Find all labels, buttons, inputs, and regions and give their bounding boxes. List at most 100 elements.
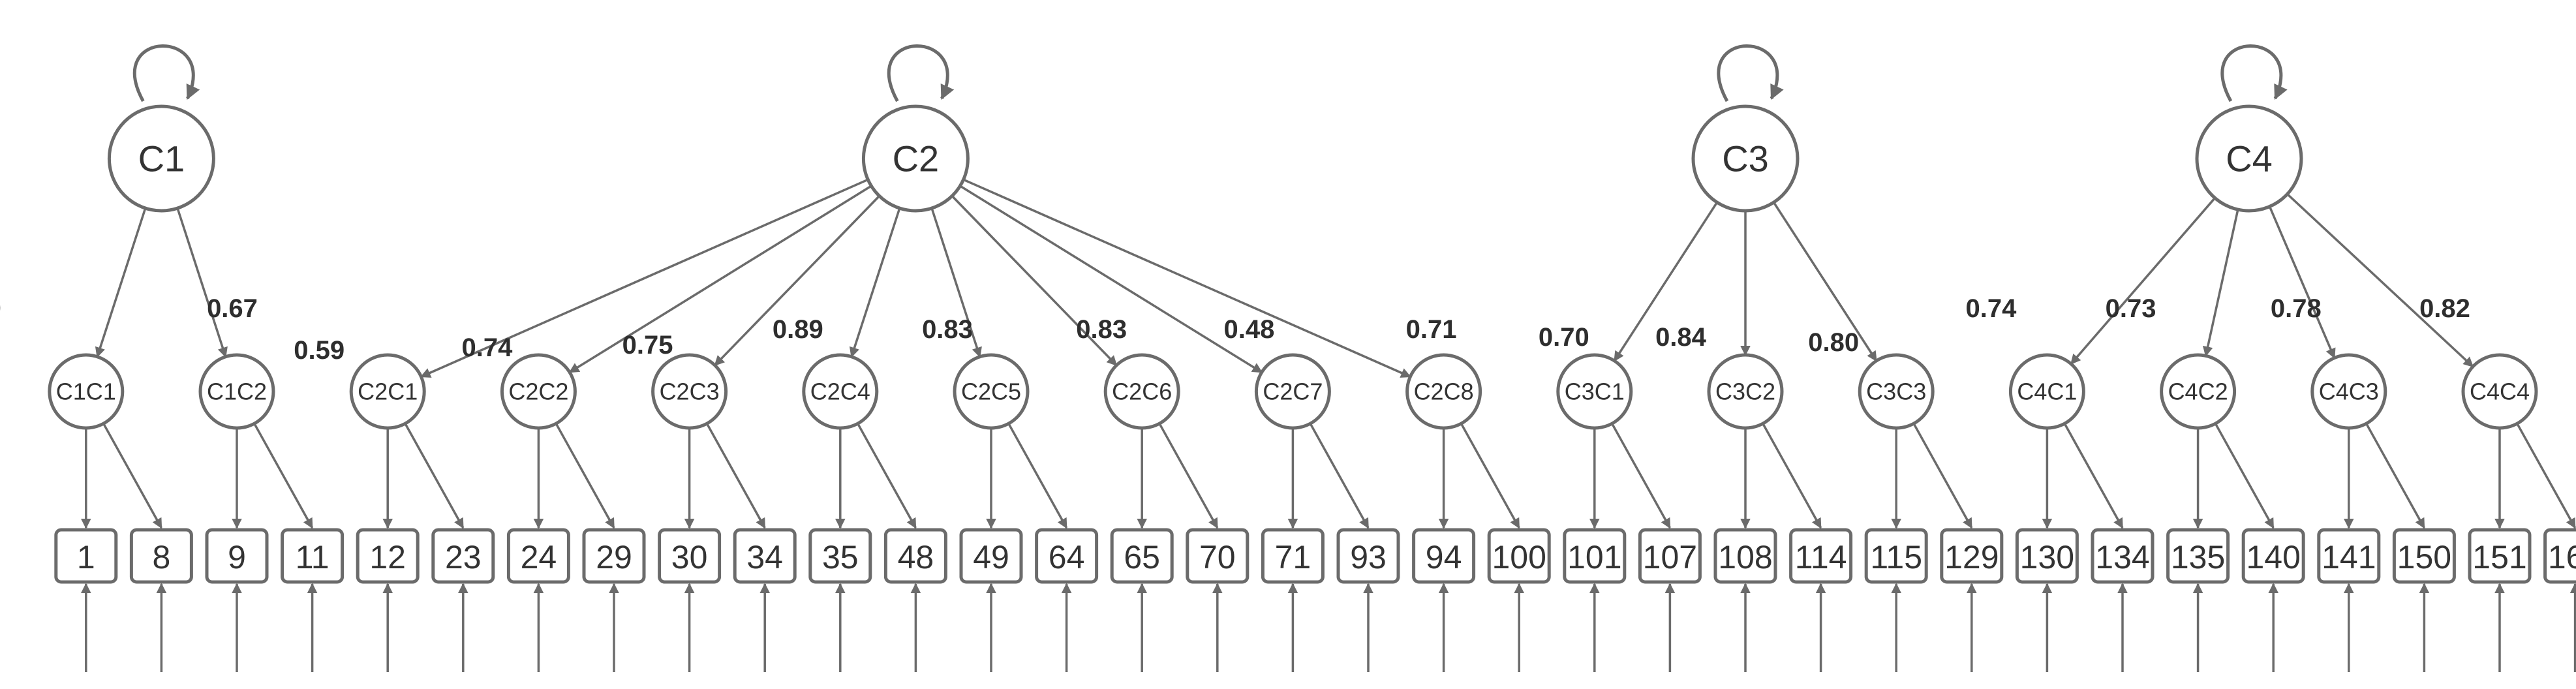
subfactor-node <box>2008 353 2085 430</box>
subfactor-label: C4C3 <box>2319 378 2379 405</box>
subfactor-to-item-edge <box>2063 423 2124 529</box>
item-node <box>1186 528 1250 584</box>
factor-node <box>1691 104 1800 213</box>
item-label: 93 <box>1350 539 1387 575</box>
factor-self-loop <box>1717 44 1784 102</box>
item-label: 49 <box>973 539 1009 575</box>
item-node <box>733 528 797 584</box>
subfactor-label: C2C8 <box>1414 378 1474 405</box>
subfactor-label: C3C1 <box>1565 378 1625 405</box>
item-node <box>582 528 646 584</box>
item-label: 129 <box>1944 539 1999 575</box>
item-node <box>205 528 269 584</box>
factor-to-subfactor-edge <box>420 178 868 378</box>
factor-node <box>861 104 970 213</box>
item-node <box>1487 528 1551 584</box>
subfactor-to-item-edge <box>2365 423 2425 529</box>
loading-labels-layer: 0.890.670.590.740.750.890.830.830.480.71… <box>0 294 2470 365</box>
factor-label: C1 <box>138 138 185 179</box>
subfactor-label: C4C1 <box>2017 378 2077 405</box>
factor-self-loop <box>887 44 955 102</box>
item-node <box>2392 528 2456 584</box>
subfactor-to-item-edge <box>1309 423 1370 529</box>
item-label: 23 <box>445 539 482 575</box>
item-node <box>506 528 570 584</box>
factor-to-subfactor-edge <box>176 207 228 358</box>
item-node <box>281 528 345 584</box>
item-node <box>883 528 947 584</box>
subfactor-label: C3C2 <box>1715 378 1775 405</box>
factor-to-subfactor-edge <box>2286 193 2474 368</box>
subfactor-node <box>349 353 426 430</box>
subfactor-node <box>48 353 125 430</box>
subfactor-node <box>2310 353 2387 430</box>
subfactor-to-item-edge <box>2214 423 2275 529</box>
subfactor-node <box>1556 353 1633 430</box>
item-node <box>2543 528 2576 584</box>
subfactor-to-item-edge <box>1007 423 1068 529</box>
item-label: 34 <box>746 539 783 575</box>
subfactor-label: C2C2 <box>508 378 568 405</box>
subfactor-to-item-edge <box>555 423 615 529</box>
loading-label: 0.83 <box>1076 315 1127 344</box>
item-label: 101 <box>1567 539 1621 575</box>
subfactor-node <box>2461 353 2538 430</box>
factor-to-subfactor-edge <box>714 195 880 367</box>
edges-layer <box>80 44 2576 672</box>
loading-label: 0.78 <box>2271 294 2322 323</box>
subfactor-node <box>1254 353 1331 430</box>
factor-to-subfactor-edge <box>930 207 982 358</box>
subfactor-label: C2C1 <box>358 378 418 405</box>
item-label: 115 <box>1870 539 1922 575</box>
subfactor-to-item-edge <box>857 423 917 529</box>
subfactor-label: C2C3 <box>660 378 720 405</box>
item-node <box>356 528 420 584</box>
loading-label: 0.80 <box>1808 328 1859 357</box>
item-label: 130 <box>2020 539 2074 575</box>
factor-self-loop <box>2220 44 2288 102</box>
item-node <box>1035 528 1099 584</box>
factor-to-subfactor-edge <box>2070 197 2216 365</box>
subfactor-label: C1C1 <box>56 378 116 405</box>
subfactor-to-item-edge <box>1762 423 1822 529</box>
subfactor-label: C3C3 <box>1866 378 1926 405</box>
item-label: 141 <box>2322 539 2376 575</box>
subfactor-label: C2C6 <box>1112 378 1172 405</box>
factor-node <box>2195 104 2303 213</box>
loading-label: 0.71 <box>1406 315 1457 344</box>
item-node <box>1638 528 1702 584</box>
item-label: 8 <box>152 539 170 575</box>
subfactor-to-item-edge <box>1611 423 1671 529</box>
item-label: 107 <box>1643 539 1697 575</box>
loading-label: 0.82 <box>2419 294 2470 323</box>
item-label: 140 <box>2246 539 2300 575</box>
loading-label: 0.89 <box>0 294 1 323</box>
item-node <box>658 528 722 584</box>
factor-to-subfactor-edge <box>1613 202 1718 362</box>
subfactor-node <box>500 353 577 430</box>
factor-label: C2 <box>893 138 940 179</box>
item-label: 65 <box>1124 539 1160 575</box>
subfactor-label: C4C2 <box>2168 378 2228 405</box>
subfactor-label: C1C2 <box>207 378 267 405</box>
item-label: 135 <box>2171 539 2225 575</box>
item-node <box>1864 528 1928 584</box>
subfactor-node <box>1707 353 1784 430</box>
loading-label: 0.59 <box>294 336 345 365</box>
item-node <box>1713 528 1777 584</box>
subfactor-label: C4C4 <box>2470 378 2530 405</box>
item-label: 64 <box>1049 539 1085 575</box>
subfactor-to-item-edge <box>1912 423 1973 529</box>
factor-to-subfactor-edge <box>849 207 901 358</box>
item-label: 1 <box>77 539 95 575</box>
subfactor-to-item-edge <box>253 423 314 529</box>
loading-label: 0.48 <box>1223 315 1274 344</box>
item-label: 35 <box>822 539 859 575</box>
item-label: 24 <box>521 539 557 575</box>
item-node <box>2468 528 2532 584</box>
item-node <box>959 528 1023 584</box>
factor-to-subfactor-edge <box>2268 206 2336 359</box>
item-node <box>1261 528 1325 584</box>
factor-to-subfactor-edge <box>959 185 1263 374</box>
